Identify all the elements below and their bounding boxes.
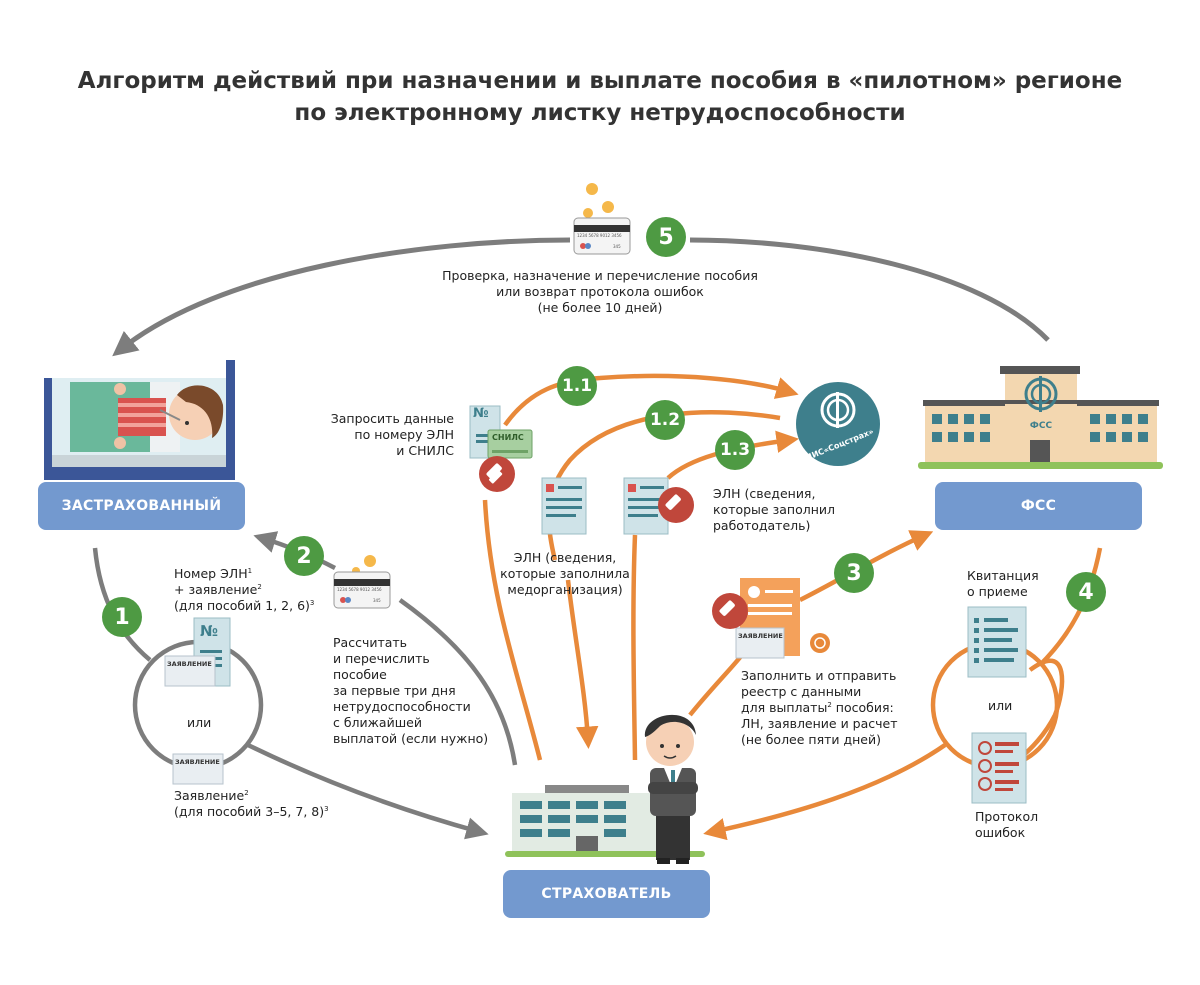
- step2-text: Рассчитать и перечислить пособие за перв…: [333, 635, 488, 747]
- eiis-sotsstrakh-logo: ЕИИС«Соцстрах»: [796, 382, 880, 466]
- arrow-step1-3: [666, 430, 799, 480]
- step3-line1: Заполнить и отправить: [741, 668, 897, 683]
- step1-eln-line1: Номер ЭЛН1: [174, 566, 253, 581]
- arrow-step1-2-lower: [565, 579, 599, 749]
- step4-receipt-line1: Квитанция: [967, 568, 1039, 583]
- employer-man-illustration: [644, 714, 698, 864]
- step1-2-text: ЭЛН (сведения, которые заполнила медорга…: [490, 550, 640, 598]
- step1-1-line2: по номеру ЭЛН: [354, 427, 454, 442]
- step1-3-line1: ЭЛН (сведения,: [713, 486, 816, 501]
- usb-token-icon: [479, 456, 515, 492]
- usb-token-icon-2: [658, 487, 694, 523]
- coins-icon: [583, 183, 614, 218]
- usb-token-icon-3: [712, 593, 748, 629]
- step-badge-1-1: 1.1: [557, 366, 597, 406]
- step1-eln-line3: (для пособий 1, 2, 6)3: [174, 598, 315, 613]
- employer-box: СТРАХОВАТЕЛЬ: [503, 870, 710, 918]
- card-number-step2: 1234 5678 9012 3456: [337, 587, 382, 592]
- step-badge-1-2: 1.2: [645, 400, 685, 440]
- step-badge-1: 1: [102, 597, 142, 637]
- eln-number-sign: №: [473, 406, 489, 421]
- step3-line3: для выплаты2 пособия:: [741, 700, 894, 715]
- card-small-step2: 345: [373, 598, 381, 603]
- page-title: Алгоритм действий при назначении и выпла…: [0, 68, 1200, 126]
- fss-box: ФСС: [935, 482, 1142, 530]
- step1-2-line1: ЭЛН (сведения,: [513, 550, 617, 565]
- arrow-step1-to-employer: [247, 742, 489, 840]
- step1-3-line3: работодатель): [713, 518, 811, 533]
- step3-text: Заполнить и отправить реестр с данными д…: [741, 668, 898, 748]
- receipt-document-icon: [967, 606, 1027, 678]
- step2-line2: и перечислить: [333, 651, 430, 666]
- insured-box: ЗАСТРАХОВАННЫЙ: [38, 482, 245, 530]
- patient-in-bed-illustration: [44, 360, 235, 480]
- card-small-top: 345: [613, 244, 621, 249]
- step1-application-text: Заявление2 (для пособий 3–5, 7, 8)3: [174, 788, 329, 820]
- step-badge-2: 2: [284, 536, 324, 576]
- bank-card-icon-step2: [333, 571, 391, 609]
- step5-line1: Проверка, назначение и перечисление посо…: [442, 268, 758, 283]
- step1-app-line2: (для пособий 3–5, 7, 8)3: [174, 804, 329, 819]
- step-badge-1-3: 1.3: [715, 430, 755, 470]
- step1-3-text: ЭЛН (сведения, которые заполнил работода…: [713, 486, 835, 534]
- application-document-icon-step3: [735, 627, 785, 659]
- step1-app-line1: Заявление2: [174, 788, 249, 803]
- step1-3-line2: которые заполнил: [713, 502, 835, 517]
- step3-line4: ЛН, заявление и расчет: [741, 716, 898, 731]
- arrow-employer-request: [482, 499, 543, 761]
- arrow-step1-3-down: [631, 534, 638, 761]
- fss-building-illustration: ФСС: [918, 366, 1163, 469]
- title-line-1: Алгоритм действий при назначении и выпла…: [77, 68, 1123, 94]
- eln-number-sign-step1: №: [200, 622, 219, 640]
- application-document-icon-step1-b: [172, 753, 224, 785]
- step2-line6: с ближайшей: [333, 715, 422, 730]
- bank-card-icon: [573, 217, 631, 255]
- application-doc-label-2: ЗАЯВЛЕНИЕ: [175, 758, 220, 766]
- step5-line2: или возврат протокола ошибок: [496, 284, 704, 299]
- application-doc-label-1: ЗАЯВЛЕНИЕ: [167, 660, 212, 668]
- step1-2-line2: которые заполнила: [500, 566, 630, 581]
- step4-receipt-line2: о приеме: [967, 584, 1028, 599]
- step4-receipt-text: Квитанция о приеме: [967, 568, 1039, 600]
- step-badge-4: 4: [1066, 572, 1106, 612]
- step2-line5: нетрудоспособности: [333, 699, 471, 714]
- step-badge-5: 5: [646, 217, 686, 257]
- application-document-icon-step1: [164, 655, 216, 687]
- step1-1-text: Запросить данные по номеру ЭЛН и СНИЛС: [326, 411, 454, 459]
- snils-label: СНИЛС: [492, 433, 524, 442]
- error-protocol-document-icon: [971, 732, 1027, 804]
- step1-eln-text: Номер ЭЛН1 + заявление2 (для пособий 1, …: [174, 566, 314, 614]
- step1-or: или: [187, 715, 212, 730]
- arrow-step5: [120, 237, 1050, 350]
- snils-card-icon: [487, 429, 533, 459]
- medical-eln-document-icon: [541, 477, 587, 535]
- fss-building-sign: ФСС: [1030, 421, 1053, 431]
- card-number-top: 1234 5678 9012 3456: [577, 233, 622, 238]
- step4-error-text: Протокол ошибок: [975, 809, 1038, 841]
- step4-or: или: [988, 698, 1013, 713]
- step3-line2: реестр с данными: [741, 684, 862, 699]
- arrow-step4-to-employer: [703, 743, 947, 841]
- employer-office-building-illustration: [505, 785, 705, 857]
- step4-error-line2: ошибок: [975, 825, 1026, 840]
- step2-line4: за первые три дня: [333, 683, 456, 698]
- step-badge-3: 3: [834, 553, 874, 593]
- step5-line3: (не более 10 дней): [537, 300, 663, 315]
- arrow-step4-upper: [1038, 547, 1103, 667]
- step2-line1: Рассчитать: [333, 635, 408, 650]
- step1-1-line1: Запросить данные: [330, 411, 454, 426]
- arrow-step1-1: [503, 373, 799, 427]
- step1-eln-line2: + заявление2: [174, 582, 262, 597]
- step1-2-line3: медорганизация): [507, 582, 623, 597]
- step2-line3: пособие: [333, 667, 387, 682]
- step2-line7: выплатой (если нужно): [333, 731, 489, 746]
- step1-1-line3: и СНИЛС: [396, 443, 454, 458]
- step3-line5: (не более пяти дней): [741, 732, 881, 747]
- step4-error-line1: Протокол: [975, 809, 1039, 824]
- application-doc-label-3: ЗАЯВЛЕНИЕ: [738, 632, 783, 640]
- title-line-2: по электронному листку нетрудоспособност…: [294, 100, 906, 126]
- step5-text: Проверка, назначение и перечисление посо…: [420, 268, 780, 316]
